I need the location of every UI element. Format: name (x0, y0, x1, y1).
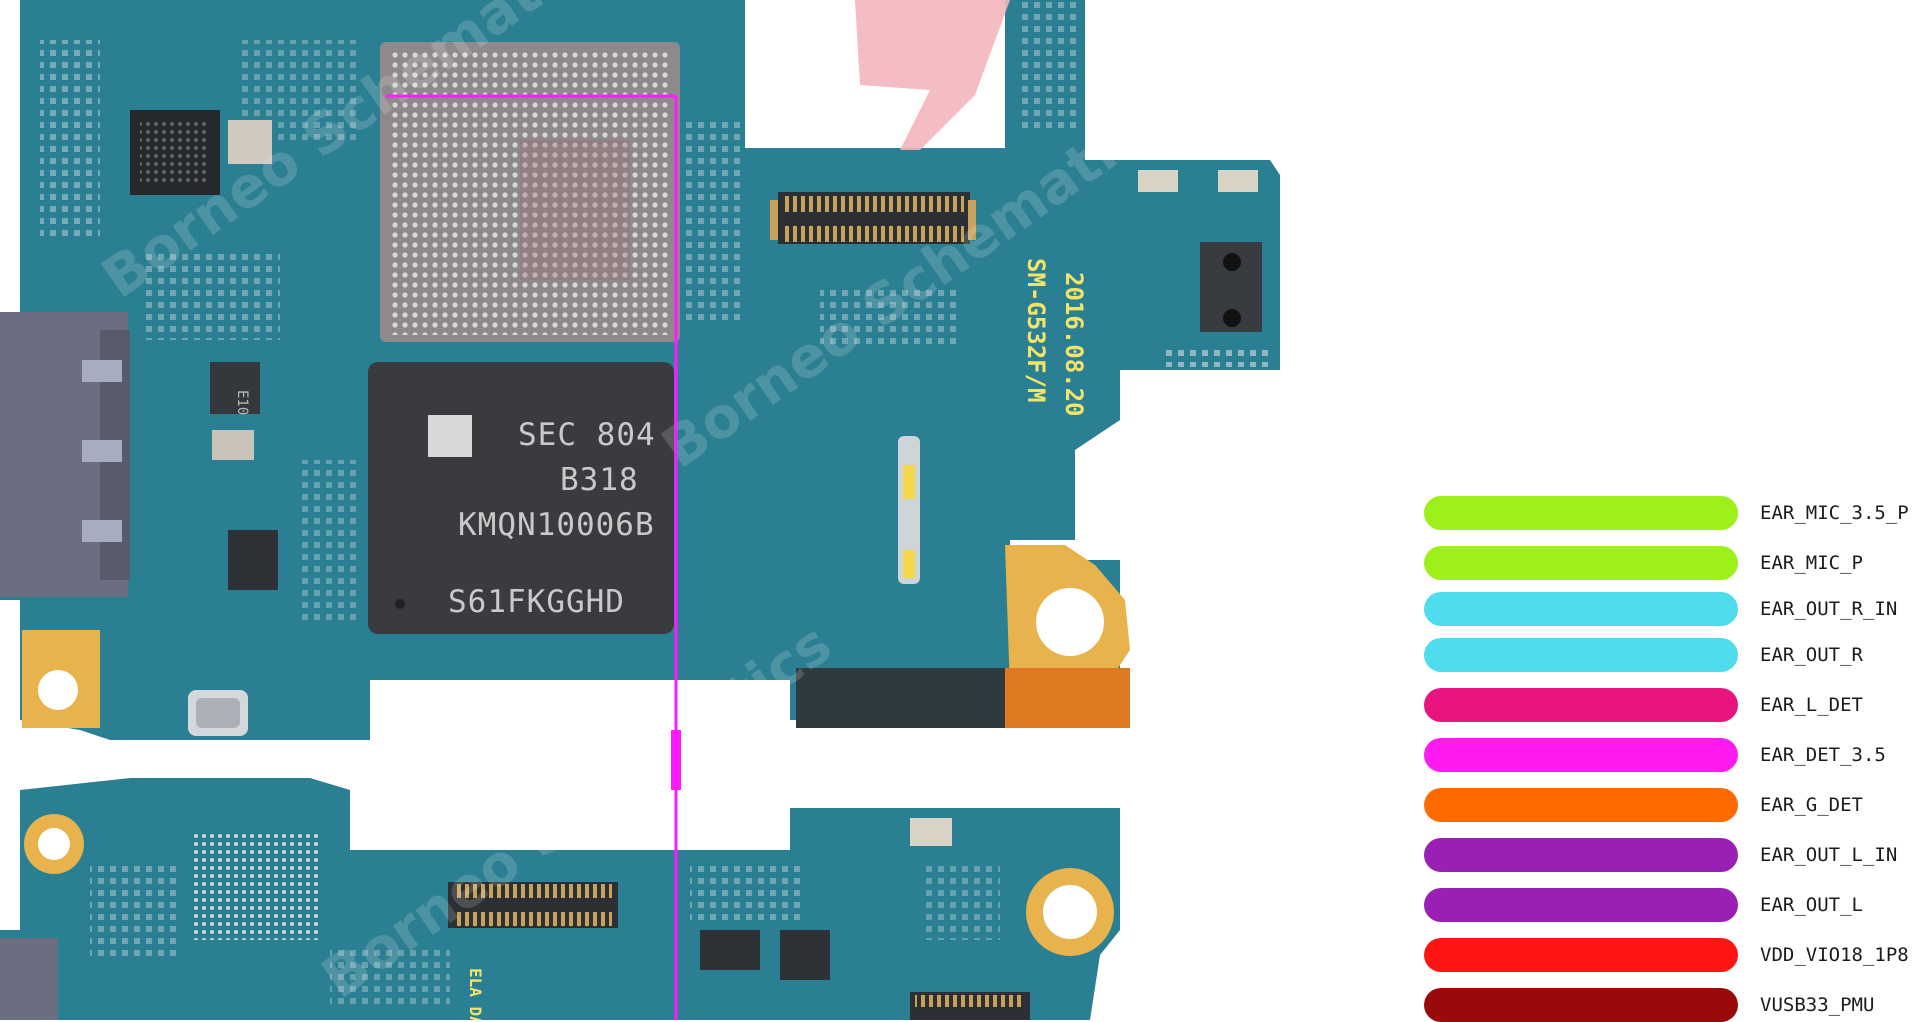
legend-item: EAR_MIC_P (1420, 546, 1920, 580)
legend-item: EAR_L_DET (1420, 688, 1920, 722)
legend-label: EAR_L_DET (1760, 694, 1863, 716)
mount-hole-right (1005, 545, 1130, 690)
legend-color-swatch (1424, 738, 1738, 772)
legend-label: EAR_OUT_L_IN (1760, 844, 1898, 866)
fpc-connector-bottom (910, 992, 1030, 1020)
legend-color-swatch (1424, 496, 1738, 530)
silk-model: SM-G532F/M (1022, 258, 1050, 403)
legend-label: EAR_G_DET (1760, 794, 1863, 816)
legend-color-swatch (1424, 592, 1738, 626)
legend-item: EAR_OUT_R (1420, 638, 1920, 672)
flex-strip (796, 668, 1010, 728)
legend-label: EAR_DET_3.5 (1760, 744, 1886, 766)
legend-item: EAR_OUT_R_IN (1420, 592, 1920, 626)
legend-label: EAR_MIC_3.5_P (1760, 502, 1909, 524)
silk-date: 2016.08.20 (1060, 272, 1088, 417)
ic-small-2 (780, 930, 830, 980)
side-key-pads (898, 436, 920, 584)
legend-item: EAR_DET_3.5 (1420, 738, 1920, 772)
legend-color-swatch (1424, 888, 1738, 922)
legend-color-swatch (1424, 688, 1738, 722)
memory-chip-line2: B318 (560, 462, 639, 498)
legend-color-swatch (1424, 988, 1738, 1022)
pmic-chip: E10 (210, 362, 260, 415)
legend-item: EAR_G_DET (1420, 788, 1920, 822)
fpc-connector-top (770, 192, 976, 244)
legend-label: EAR_OUT_R_IN (1760, 598, 1898, 620)
legend-color-swatch (1424, 838, 1738, 872)
memory-chip: SEC 804 B318 KMQN10006B S61FKGGHD (368, 362, 674, 634)
legend-item: EAR_OUT_L_IN (1420, 838, 1920, 872)
mount-hole-lower-left (24, 814, 84, 874)
mount-hole-lower-right (1026, 868, 1114, 956)
memory-chip-line3: KMQN10006B (458, 507, 655, 543)
silk-sub-label: ELA DAL (466, 968, 485, 1020)
pmic-chip-label: E10 (234, 390, 250, 415)
legend-color-swatch (1424, 546, 1738, 580)
legend-label: EAR_OUT_R (1760, 644, 1863, 666)
red-smear (855, 0, 1010, 150)
legend-item: VUSB33_PMU (1420, 988, 1920, 1022)
pcb-board-image: SEC 804 B318 KMQN10006B S61FKGGHD E10 (0, 0, 1280, 1020)
ic-small-3 (700, 930, 760, 970)
memory-chip-line1: SEC 804 (518, 417, 656, 453)
pcb-board-view: SEC 804 B318 KMQN10006B S61FKGGHD E10 (0, 0, 1280, 1020)
legend-item: VDD_VIO18_1P8 (1420, 938, 1920, 972)
legend-color-swatch (1424, 788, 1738, 822)
legend-item: EAR_OUT_L (1420, 888, 1920, 922)
fpc-connector-lower (448, 882, 618, 928)
legend-label: VDD_VIO18_1P8 (1760, 944, 1909, 966)
legend-label: VUSB33_PMU (1760, 994, 1875, 1016)
ic-small-1 (228, 530, 278, 590)
legend-label: EAR_MIC_P (1760, 552, 1863, 574)
ear-det-trace (386, 94, 681, 1020)
memory-chip-line4: S61FKGGHD (448, 584, 625, 620)
legend-color-swatch (1424, 638, 1738, 672)
mount-hole-upper-left (22, 630, 100, 728)
legend-item: EAR_MIC_3.5_P (1420, 496, 1920, 530)
legend-label: EAR_OUT_L (1760, 894, 1863, 916)
bga-cluster-lower (190, 830, 320, 940)
legend-color-swatch (1424, 938, 1738, 972)
